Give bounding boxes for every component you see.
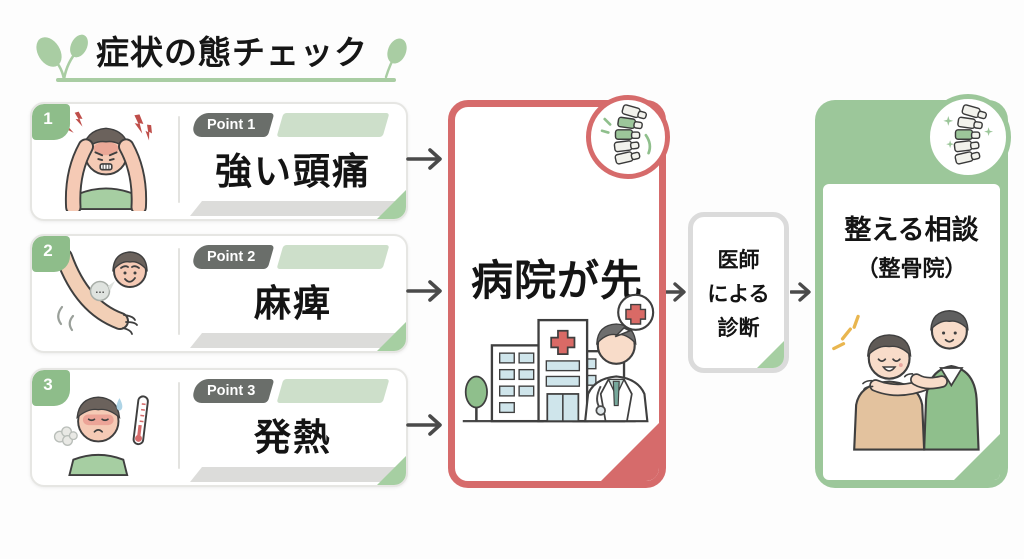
spine-sparkle-badge (925, 94, 1011, 180)
point-accent-bar (276, 245, 390, 269)
card-bottom-bar (190, 467, 402, 482)
point-tag: Point 3 (190, 379, 275, 403)
hospital-first-card: 病院が先 (448, 95, 670, 488)
arrow-right-icon (664, 279, 691, 305)
card-divider (178, 382, 180, 469)
leaf-icon (384, 38, 407, 78)
hospital-card-title: 病院が先 (470, 257, 643, 304)
spine-icon (600, 104, 652, 165)
arrow-right-icon (406, 278, 448, 304)
point-tag-label: Point 3 (207, 383, 256, 399)
card-number-badge: 3 (32, 370, 70, 406)
card-number-badge: 2 (32, 236, 70, 272)
consultation-subtitle: （整骨院） (856, 256, 967, 281)
symptom-label: 強い頭痛 (215, 150, 371, 192)
point-tag-label: Point 2 (207, 249, 256, 265)
title-underline (56, 78, 396, 82)
card-bottom-bar (190, 201, 402, 216)
diagnosis-line: による (707, 282, 770, 306)
diagnosis-line: 医師 (717, 248, 760, 272)
card-number-badge: 1 (32, 104, 70, 140)
arrow-right-icon (406, 146, 448, 172)
arrow-right-icon (406, 412, 448, 438)
consultation-card: 整える相談 （整骨院） (815, 94, 1011, 488)
spine-badge (586, 95, 670, 179)
page-title: 症状の態チェック (96, 34, 368, 71)
fever-person-illustration (40, 374, 172, 480)
point-tag: Point 2 (190, 245, 275, 269)
doctor-diagnosis-card: 医師 による 診断 (688, 212, 789, 373)
ellipsis-bubble-text: … (95, 285, 105, 296)
consultation-panel: 整える相談 （整骨院） (823, 184, 1000, 480)
corner-fold (756, 340, 784, 368)
symptom-card-3: 3 Point 3 発熱 (30, 368, 408, 487)
consultation-title: 整える相談 (844, 215, 979, 245)
symptom-label: 麻痺 (254, 282, 332, 324)
headache-person-illustration (40, 108, 172, 214)
card-bottom-bar (190, 333, 402, 348)
point-tag-label: Point 1 (207, 117, 256, 133)
leaf-icon (36, 34, 88, 80)
title-block: 症状の態チェック (34, 26, 414, 86)
hospital-and-doctor-illustration (455, 283, 659, 435)
point-accent-bar (276, 379, 390, 403)
symptom-card-2: … 2 Point 2 麻痺 (30, 234, 408, 353)
card-divider (178, 116, 180, 203)
shoulder-massage-illustration (823, 278, 1000, 456)
point-row: Point 1 (190, 113, 394, 137)
diagnosis-line: 診断 (717, 316, 760, 340)
point-row: Point 2 (190, 245, 394, 269)
symptom-card-1: 1 Point 1 強い頭痛 (30, 102, 408, 221)
point-accent-bar (276, 113, 390, 137)
consultation-card-body: 整える相談 （整骨院） (815, 100, 1008, 488)
point-tag: Point 1 (190, 113, 275, 137)
arrow-right-icon (789, 279, 816, 305)
card-divider (178, 248, 180, 335)
symptom-label: 発熱 (254, 416, 332, 458)
spine-sparkle-icon (943, 104, 994, 165)
numb-arm-illustration: … (40, 240, 172, 346)
point-row: Point 3 (190, 379, 394, 403)
